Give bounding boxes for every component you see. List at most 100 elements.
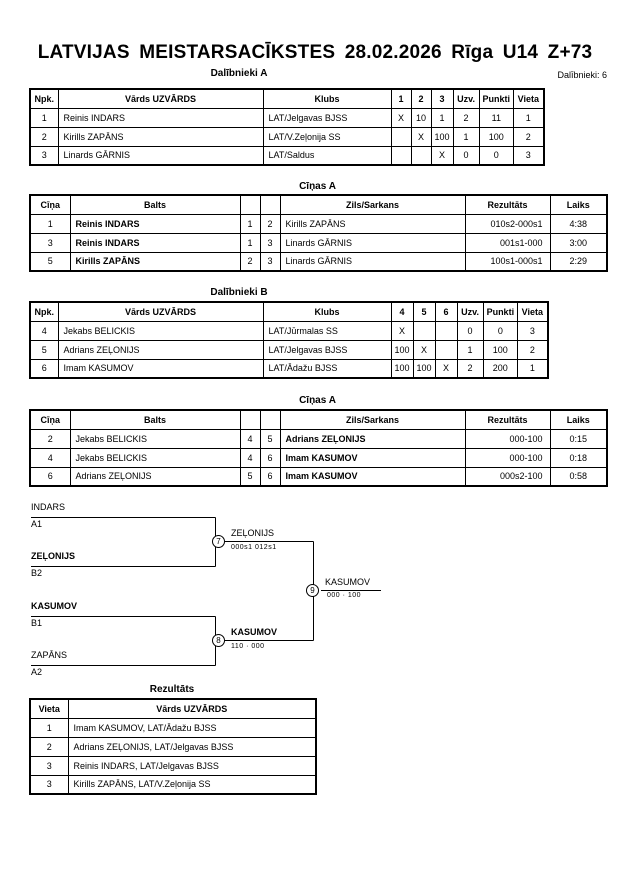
white-name-cell: Jekabs BELICKIS [69, 428, 241, 449]
fight-number-cell: 6 [29, 466, 71, 487]
bracket-entry-seed: B1 [31, 618, 43, 628]
place-cell: 3 [29, 774, 69, 795]
score-cell: X [434, 358, 458, 379]
white-seed-cell: 4 [239, 447, 261, 468]
col-header-place: Vieta [517, 301, 549, 322]
blue-name-cell: Imam KASUMOV [279, 447, 466, 468]
bracket-winner-name: ZEĻONIJS [231, 528, 275, 538]
col-header-name: Vārds UZVĀRDS [57, 301, 264, 322]
wins-cell: 1 [456, 339, 484, 360]
blue-seed-cell: 3 [259, 251, 281, 272]
white-name-cell: Reinis INDARS [69, 232, 241, 253]
npk-cell: 4 [29, 320, 59, 341]
col-header-wins: Uzv. [452, 88, 480, 109]
col-header-white: Balts [69, 194, 241, 215]
score-cell: X [412, 339, 436, 360]
col-header-opp2: 2 [410, 88, 432, 109]
blue-name-cell: Kirills ZAPĀNS [279, 213, 466, 234]
blue-seed-cell: 6 [259, 466, 281, 487]
name-cell: Adrians ZEĻONIJS [57, 339, 264, 360]
points-cell: 200 [482, 358, 519, 379]
place-cell: 2 [513, 126, 545, 147]
table-row: 2 Adrians ZEĻONIJS, LAT/Jelgavas BJSS [29, 736, 317, 757]
table-header-row: Npk. Vārds UZVĀRDS Klubs 4 5 6 Uzv. Punk… [29, 301, 549, 322]
bracket-match-node: 9 [306, 584, 319, 597]
table-header-row: Cīņa Balts Zils/Sarkans Rezultāts Laiks [29, 194, 608, 215]
white-seed-cell: 1 [239, 213, 261, 234]
white-seed-cell: 5 [239, 466, 261, 487]
score-cell: X [390, 320, 414, 341]
result-name-cell: Adrians ZEĻONIJS, LAT/Jelgavas BJSS [67, 736, 317, 757]
table-row: 6 Adrians ZEĻONIJS 5 6 Imam KASUMOV 000s… [29, 466, 608, 487]
table-header-row: Vieta Vārds UZVĀRDS [29, 698, 317, 719]
participants-b-heading: Dalībnieki B [210, 287, 268, 298]
results-table: Vieta Vārds UZVĀRDS 1 Imam KASUMOV, LAT/… [29, 698, 317, 795]
col-header-club: Klubs [262, 301, 392, 322]
fights-b-heading: Cīņas A [299, 395, 336, 406]
col-header-npk: Npk. [29, 88, 59, 109]
blue-name-cell: Linards GĀRNIS [279, 232, 466, 253]
col-header-name: Vārds UZVĀRDS [67, 698, 317, 719]
col-header-time: Laiks [549, 409, 608, 430]
participants-a-heading: Dalībnieki A [210, 68, 268, 79]
fights-a-table: Cīņa Balts Zils/Sarkans Rezultāts Laiks … [29, 194, 608, 272]
blue-name-cell: Linards GĀRNIS [279, 251, 466, 272]
score-cell: 1 [430, 107, 454, 128]
bracket-entry-seed: A2 [31, 667, 43, 677]
points-cell: 11 [478, 107, 515, 128]
name-cell: Jekabs BELICKIS [57, 320, 264, 341]
white-name-cell: Adrians ZEĻONIJS [69, 466, 241, 487]
table-row: 5 Adrians ZEĻONIJS LAT/Jelgavas BJSS 100… [29, 339, 549, 360]
bracket-entry-name: INDARS [31, 502, 66, 512]
col-header-opp3: 6 [434, 301, 458, 322]
table-row: 2 Kirills ZAPĀNS LAT/V.Zeļonija SS X 100… [29, 126, 545, 147]
bracket-entry-name: ZEĻONIJS [31, 551, 76, 561]
time-cell: 0:18 [549, 447, 608, 468]
fight-number-cell: 3 [29, 232, 71, 253]
participants-b-table: Npk. Vārds UZVĀRDS Klubs 4 5 6 Uzv. Punk… [29, 301, 549, 379]
npk-cell: 6 [29, 358, 59, 379]
place-cell: 2 [517, 339, 549, 360]
bracket-match-node: 8 [212, 634, 225, 647]
result-cell: 100s1-000s1 [464, 251, 551, 272]
time-cell: 4:38 [549, 213, 608, 234]
fights-b-table: Cīņa Balts Zils/Sarkans Rezultāts Laiks … [29, 409, 608, 487]
white-name-cell: Kirills ZAPĀNS [69, 251, 241, 272]
result-cell: 000-100 [464, 447, 551, 468]
wins-cell: 1 [452, 126, 480, 147]
fight-number-cell: 1 [29, 213, 71, 234]
blue-seed-cell: 5 [259, 428, 281, 449]
blue-seed-cell: 3 [259, 232, 281, 253]
club-cell: LAT/Saldus [262, 145, 392, 166]
table-row: 1 Reinis INDARS 1 2 Kirills ZAPĀNS 010s2… [29, 213, 608, 234]
time-cell: 2:29 [549, 251, 608, 272]
place-cell: 3 [513, 145, 545, 166]
club-cell: LAT/V.Zeļonija SS [262, 126, 392, 147]
col-header-empty [239, 409, 261, 430]
col-header-white: Balts [69, 409, 241, 430]
npk-cell: 3 [29, 145, 59, 166]
club-cell: LAT/Jūrmalas SS [262, 320, 392, 341]
col-header-empty [239, 194, 261, 215]
white-name-cell: Jekabs BELICKIS [69, 447, 241, 468]
white-name-cell: Reinis INDARS [69, 213, 241, 234]
white-seed-cell: 4 [239, 428, 261, 449]
result-name-cell: Imam KASUMOV, LAT/Ādažu BJSS [67, 717, 317, 738]
bracket-match-score: 110 · 000 [231, 643, 265, 650]
col-header-wins: Uzv. [456, 301, 484, 322]
place-cell: 3 [29, 755, 69, 776]
place-cell: 3 [517, 320, 549, 341]
result-name-cell: Reinis INDARS, LAT/Jelgavas BJSS [67, 755, 317, 776]
bracket-winner-name: KASUMOV [231, 627, 278, 637]
bracket-winner-name: KASUMOV [325, 577, 371, 587]
col-header-fight: Cīņa [29, 194, 71, 215]
col-header-place: Vieta [513, 88, 545, 109]
name-cell: Kirills ZAPĀNS [57, 126, 264, 147]
club-cell: LAT/Jelgavas BJSS [262, 107, 392, 128]
col-header-opp1: 1 [390, 88, 412, 109]
result-name-cell: Kirills ZAPĀNS, LAT/V.Zeļonija SS [67, 774, 317, 795]
score-cell: X [430, 145, 454, 166]
col-header-opp2: 5 [412, 301, 436, 322]
npk-cell: 2 [29, 126, 59, 147]
fight-number-cell: 2 [29, 428, 71, 449]
